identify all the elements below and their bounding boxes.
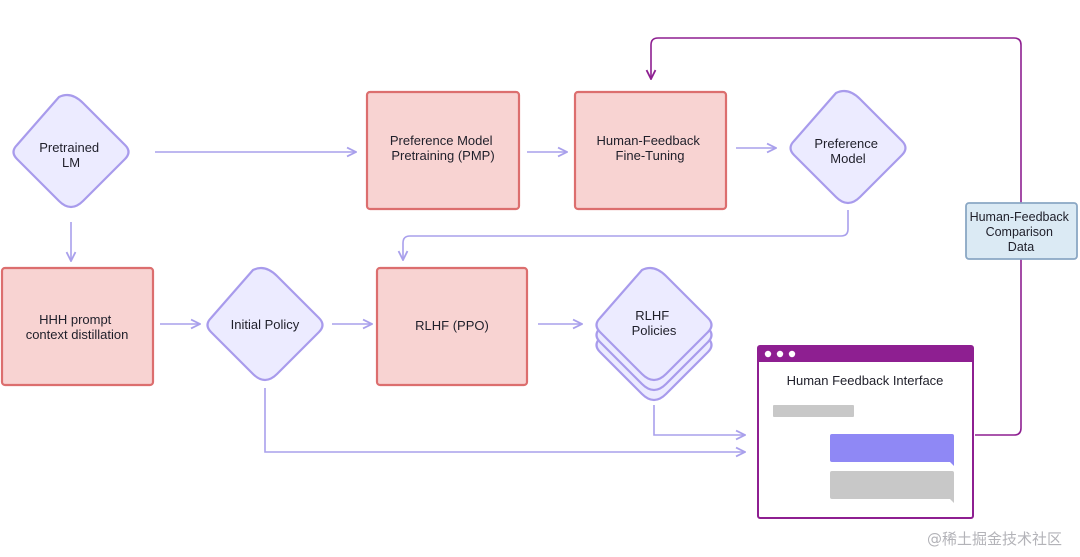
hf-interface-window: Human Feedback Interface <box>757 345 974 519</box>
svg-text:Preference Model: Preference Model <box>814 136 881 166</box>
initial-policy-diamond: Initial Policy <box>206 266 324 382</box>
hf-finetuning-label-line1: Human-Feedback <box>597 133 701 148</box>
svg-text:HHH prompt context disti: HHH prompt context distillation <box>26 312 129 342</box>
edges <box>71 148 849 452</box>
preference-model-diamond: Preference Model <box>789 89 907 205</box>
comparison-data-label-line3: Data <box>1008 240 1034 254</box>
edge-policies-to-interface <box>653 405 745 435</box>
hhh-label-line2: context distillation <box>26 327 129 342</box>
edge-initial-policy-to-interface <box>264 388 745 452</box>
rlhf-policies-diamond-stack: RLHF Policies <box>595 266 713 402</box>
hhh-box: HHH prompt context distillation <box>0 266 155 387</box>
rlhf-policies-label-line2: Policies <box>632 323 677 338</box>
svg-text:Pretrained LM: Pretrained LM <box>39 140 103 170</box>
window-dot-icon <box>764 350 772 358</box>
preference-model-label-line1: Preference <box>814 136 878 151</box>
svg-text:Human-Feedback Compariso: Human-Feedback Comparison Data <box>970 210 1073 254</box>
edge-feedback-loop <box>651 37 1022 436</box>
chat-bubble-gray <box>830 471 954 503</box>
rlhf-ppo-box: RLHF (PPO) <box>375 266 529 387</box>
hf-interface-title: Human Feedback Interface <box>787 373 944 388</box>
pmp-label-line1: Preference Model <box>390 133 493 148</box>
chat-bubble-purple <box>830 434 954 466</box>
pretrained-lm-label-line1: Pretrained <box>39 140 99 155</box>
chat-bubble-gray-small <box>773 405 854 417</box>
initial-policy-label: Initial Policy <box>231 317 300 332</box>
policies-stack-front <box>595 266 713 382</box>
hf-finetuning-box: Human-Feedback Fine-Tuning <box>573 90 728 211</box>
rlhf-ppo-label: RLHF (PPO) <box>415 318 489 333</box>
pmp-box: Preference Model Pretraining (PMP) <box>365 90 521 211</box>
svg-text:RLHF Policies: RLHF Policies <box>632 308 677 338</box>
comparison-data-label-line2: Comparison <box>986 225 1053 239</box>
svg-text:Human Feedback Interface: Human Feedback Interface <box>787 373 944 388</box>
watermark: @稀土掘金技术社区 <box>926 530 1062 548</box>
hhh-label-line1: HHH prompt <box>39 312 112 327</box>
window-titlebar <box>758 346 973 362</box>
rlhf-policies-label-line1: RLHF <box>635 308 669 323</box>
svg-text:Initial Policy: Initial Policy <box>231 317 300 332</box>
hf-finetuning-label-line2: Fine-Tuning <box>616 148 685 163</box>
edge-preference-model-to-rlhf-ppo <box>403 210 849 260</box>
window-dot-icon <box>776 350 784 358</box>
pretrained-lm-label-line2: LM <box>62 155 80 170</box>
svg-text:RLHF (PPO): RLHF (PPO) <box>415 318 489 333</box>
svg-text:Preference Model Pretrai: Preference Model Pretraining (PMP) <box>390 133 496 163</box>
pmp-label-line2: Pretraining (PMP) <box>391 148 494 163</box>
comparison-data-label-line1: Human-Feedback <box>970 210 1070 224</box>
window-dot-icon <box>788 350 796 358</box>
preference-model-label-line2: Model <box>830 151 866 166</box>
svg-text:Human-Feedback Fine-Tuni: Human-Feedback Fine-Tuning <box>597 133 704 163</box>
pretrained-lm-diamond: Pretrained LM <box>12 93 130 209</box>
comparison-data-box: Human-Feedback Comparison Data <box>965 202 1078 260</box>
